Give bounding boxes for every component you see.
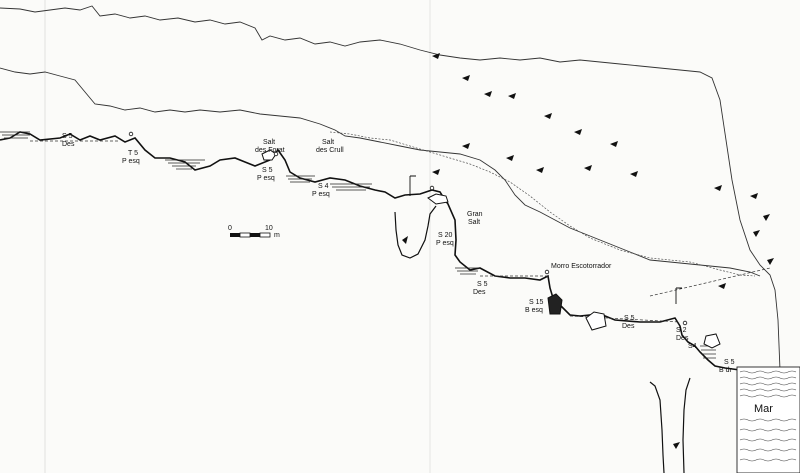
outer-wall-third xyxy=(329,131,756,277)
bottom-shaft xyxy=(649,381,665,473)
airflow-arrow-icon xyxy=(767,258,774,265)
label-des-lower: Des xyxy=(473,289,486,296)
airflow-arrow-icon xyxy=(508,93,516,99)
sea-area xyxy=(736,366,800,473)
airflow-arrow-icon xyxy=(536,167,544,173)
scale-bar: 0 10 m xyxy=(228,225,280,239)
airflow-arrow-icon xyxy=(544,113,552,119)
airflow-arrow-icon xyxy=(462,143,470,149)
airflow-arrow-icon xyxy=(630,171,638,177)
section-marker-icon xyxy=(675,287,682,304)
label-s20: S 20 xyxy=(438,232,453,239)
label-p-esq-2: P esq xyxy=(257,175,275,182)
boulders xyxy=(261,149,721,349)
label-s5-sea: S 5 xyxy=(724,359,735,366)
label-des-far: Des xyxy=(676,335,689,342)
airflow-arrow-icon xyxy=(718,283,726,289)
bottom-shaft xyxy=(682,377,691,473)
airflow-arrow-icon xyxy=(584,165,592,171)
label-gran-salt-1: Gran xyxy=(467,211,483,218)
label-salt-forat-2: des Forat xyxy=(255,147,285,154)
label-salt-crull-1: Salt xyxy=(322,139,334,146)
label-s5-lower: S 5 xyxy=(477,281,488,288)
map-labels: S 5 Des T 5 P esq Salt des Forat S 5 P e… xyxy=(62,133,773,415)
label-morro-escotorrador: Morro Escotorrador xyxy=(551,263,612,270)
stations xyxy=(128,131,688,326)
airflow-arrow-icon xyxy=(673,442,680,449)
scale-zero: 0 xyxy=(228,225,232,232)
airflow-arrow-icon xyxy=(484,91,492,97)
label-s5-mid: S 5 xyxy=(262,167,273,174)
airflow-arrow-icon xyxy=(432,169,440,175)
label-b-esq: B esq xyxy=(525,307,543,314)
outer-wall-upper xyxy=(0,5,781,371)
label-gran-salt-2: Salt xyxy=(468,219,480,226)
water-level-lines xyxy=(30,140,771,323)
outer-wall-second xyxy=(0,67,761,277)
label-s5-right: S 5 xyxy=(624,315,635,322)
scale-unit: m xyxy=(274,232,280,239)
label-p-esq-1: P esq xyxy=(122,158,140,165)
section-marker-icon xyxy=(409,175,416,196)
airflow-arrow-icon xyxy=(763,214,770,221)
label-salt-crull-2: des Crull xyxy=(316,147,344,154)
label-p-esq-4: P esq xyxy=(436,240,454,247)
section-markers xyxy=(409,175,682,304)
airflow-arrow-icon xyxy=(753,230,760,237)
airflow-arrow-icon xyxy=(402,236,408,244)
airflow-arrow-icon xyxy=(462,75,470,81)
scale-ten: 10 xyxy=(265,225,273,232)
label-t5: T 5 xyxy=(128,150,138,157)
label-s5-top: S 5 xyxy=(62,133,73,140)
label-des-right: Des xyxy=(622,323,635,330)
label-des-top: Des xyxy=(62,141,75,148)
cave-floor-profile xyxy=(0,131,741,371)
airflow-arrow-icon xyxy=(574,129,582,135)
label-mar: Mar xyxy=(754,403,773,415)
label-s4-far: S4 xyxy=(688,343,697,350)
label-p-esq-3: P esq xyxy=(312,191,330,198)
airflow-arrow-icon xyxy=(506,155,514,161)
label-s4-mid: S 4 xyxy=(318,183,329,190)
airflow-arrow-icon xyxy=(714,185,722,191)
airflow-arrow-icon xyxy=(432,53,440,59)
water-pools xyxy=(0,131,716,359)
label-s2: S 2 xyxy=(676,327,687,334)
airflow-arrows xyxy=(402,53,774,449)
pit-shaft xyxy=(394,205,437,259)
label-salt-forat-1: Salt xyxy=(263,139,275,146)
airflow-arrow-icon xyxy=(750,193,758,199)
label-b-dr: B dr xyxy=(719,367,733,374)
label-s15: S 15 xyxy=(529,299,544,306)
airflow-arrow-icon xyxy=(610,141,618,147)
